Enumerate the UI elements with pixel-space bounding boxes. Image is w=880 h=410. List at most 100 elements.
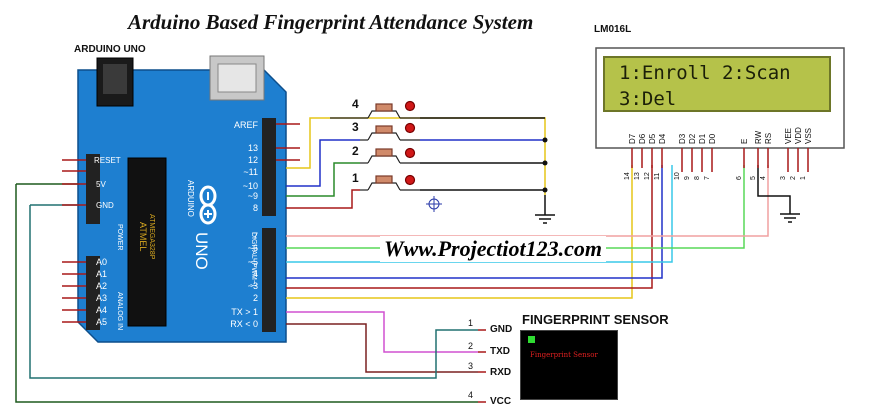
pin-5: ~5 xyxy=(248,257,258,267)
lcd-num-10: 10 xyxy=(674,172,681,180)
arduino-logo-icon xyxy=(199,185,217,225)
chip-brand: ATMEL xyxy=(138,222,148,251)
pin-a2: A2 xyxy=(96,281,107,291)
button-4-label: 4 xyxy=(352,97,359,111)
fp-pin-txd: TXD xyxy=(490,346,510,357)
pin-6: ~6 xyxy=(248,243,258,253)
lcd-pin-d2: D2 xyxy=(688,133,697,144)
lcd-model: LM016L xyxy=(594,24,632,35)
lcd-pin-vee: VEE xyxy=(784,128,793,144)
pin-13: 13 xyxy=(248,143,258,153)
wire-red xyxy=(286,189,360,209)
lcd-pin-d3: D3 xyxy=(678,133,687,144)
pin-8: 8 xyxy=(253,203,258,213)
arduino-brand: ARDUINO xyxy=(186,180,195,217)
wire-green xyxy=(286,162,360,197)
button-1-label: 1 xyxy=(352,171,359,185)
pin-aref: AREF xyxy=(234,120,259,130)
website-watermark: Www.Projectiot123.com xyxy=(380,236,606,262)
digital-header: DIGITAL (PWM~) xyxy=(250,232,257,286)
pin-10: ~10 xyxy=(243,181,258,191)
status-led-icon xyxy=(528,336,535,343)
wire-vcc-fp xyxy=(15,184,478,403)
wire-lcd-d5 xyxy=(286,165,663,279)
wire-lcd-d4 xyxy=(286,165,673,263)
pin-tx: TX > 1 xyxy=(231,307,258,317)
wire-button4 xyxy=(286,117,330,169)
lcd-num-6: 6 xyxy=(736,176,743,180)
lcd-pin-rs: RS xyxy=(764,133,773,144)
wire-lcd-d6 xyxy=(286,165,653,289)
pin-5v: 5V xyxy=(96,180,106,189)
lcd-pin-d7: D7 xyxy=(628,133,637,144)
lcd-num-2: 2 xyxy=(790,176,797,180)
crosshair-cursor-icon xyxy=(426,196,442,212)
pin-9: ~9 xyxy=(248,191,258,201)
power-header: POWER xyxy=(116,224,123,250)
lcd-num-5: 5 xyxy=(750,176,757,180)
wire-gnd-fp xyxy=(29,205,478,379)
fp-pin-vcc: VCC xyxy=(490,396,512,407)
wire-blue xyxy=(286,139,360,187)
lcd-num-14: 14 xyxy=(624,172,631,180)
lcd-num-9: 9 xyxy=(684,176,691,180)
fp-pin-num-4: 4 xyxy=(468,390,473,400)
lcd-pin-rw: RW xyxy=(754,130,763,144)
button-3[interactable] xyxy=(360,122,420,141)
pin-2: 2 xyxy=(253,293,258,303)
ground-icon-lcd xyxy=(780,213,800,223)
fp-pin-gnd: GND xyxy=(490,324,513,335)
pin-a5: A5 xyxy=(96,317,107,327)
fp-pin-rxd: RXD xyxy=(490,367,512,378)
pin-a3: A3 xyxy=(96,293,107,303)
wire-rx xyxy=(286,323,478,373)
lcd-line-2: 3:Del xyxy=(619,88,677,110)
pin-a4: A4 xyxy=(96,305,107,315)
lcd-pin-d5: D5 xyxy=(648,133,657,144)
wires xyxy=(15,117,809,403)
button-3-label: 3 xyxy=(352,120,359,134)
arduino-label: ARDUINO UNO xyxy=(74,44,146,55)
page-title: Arduino Based Fingerprint Attendance Sys… xyxy=(128,10,534,34)
pin-3: ~3 xyxy=(248,281,258,291)
fp-pin-num-1: 1 xyxy=(468,318,473,328)
lcd-pin-vss: VSS xyxy=(804,128,813,144)
pin-7: 7 xyxy=(253,231,258,241)
pin-gnd: GND xyxy=(96,201,114,210)
button-2-label: 2 xyxy=(352,144,359,158)
lcd-pin-d1: D1 xyxy=(698,133,707,144)
ground-icon xyxy=(535,214,555,224)
fingerprint-sensor: Fingerprint Sensor xyxy=(520,330,618,400)
lcd-line-1: 1:Enroll 2:Scan xyxy=(619,62,791,84)
pin-11: ~11 xyxy=(243,167,258,177)
wire-tx xyxy=(286,311,478,353)
pin-reset: RESET xyxy=(94,156,121,165)
button-1[interactable] xyxy=(360,174,420,191)
pin-rx: RX < 0 xyxy=(230,319,258,329)
analog-header: ANALOG IN xyxy=(116,292,123,330)
lcd-num-12: 12 xyxy=(644,172,651,180)
lcd-num-8: 8 xyxy=(694,176,701,180)
fp-pin-num-2: 2 xyxy=(468,341,473,351)
button-2[interactable] xyxy=(360,147,420,164)
lcd-num-3: 3 xyxy=(780,176,787,180)
lcd-screen: 1:Enroll 2:Scan 3:Del xyxy=(603,56,831,112)
lcd-pin-e: E xyxy=(740,139,749,144)
wire-yellow-bus xyxy=(330,117,546,195)
lcd-num-1: 1 xyxy=(800,176,807,180)
pin-a0: A0 xyxy=(96,257,107,267)
pin-12: 12 xyxy=(248,155,258,165)
arduino-model: UNO xyxy=(192,232,211,270)
fingerprint-title: FINGERPRINT SENSOR xyxy=(522,312,669,327)
button-4[interactable] xyxy=(330,100,420,119)
chip-part: ATMEGA328P xyxy=(148,214,155,260)
lcd-pin-vdd: VDD xyxy=(794,127,803,144)
lcd-num-4: 4 xyxy=(760,176,767,180)
pin-a1: A1 xyxy=(96,269,107,279)
lcd-pin-d0: D0 xyxy=(708,133,717,144)
arduino-board xyxy=(77,55,287,343)
wire-lcd-d7 xyxy=(286,165,633,299)
pin-4: 4 xyxy=(253,269,258,279)
lcd-num-11: 11 xyxy=(654,173,661,180)
